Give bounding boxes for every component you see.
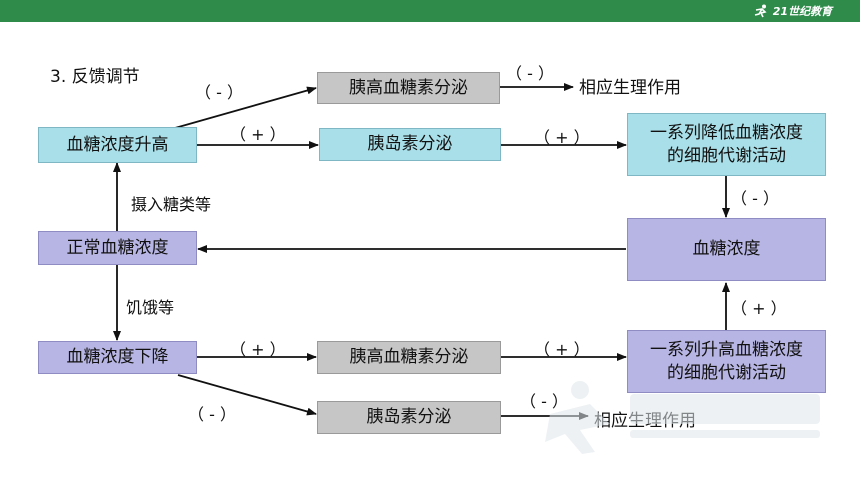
glucagon-bottom-box: 胰高血糖素分泌 xyxy=(317,341,501,374)
sign-label: （ + ） xyxy=(731,299,787,318)
hunger-label: 饥饿等 xyxy=(126,298,175,317)
arrow-rise-to-glucagon xyxy=(174,86,317,129)
insulin-top-box: 胰岛素分泌 xyxy=(319,128,501,161)
header-bar: 21世纪教育 xyxy=(0,0,860,22)
watermark-logo xyxy=(545,381,820,454)
sign-label: （ - ） xyxy=(195,83,243,102)
slide-title: 3. 反馈调节 xyxy=(50,67,140,87)
raising-metabolism-box: 一系列升高血糖浓度 的细胞代谢活动 xyxy=(627,330,826,393)
logo-text: 21世纪教育 xyxy=(772,5,832,18)
sign-label: （ - ） xyxy=(731,189,779,208)
sign-label: （ - ） xyxy=(188,405,236,424)
sign-label: （ + ） xyxy=(230,125,286,144)
blood-glucose-box: 血糖浓度 xyxy=(627,218,826,281)
lowering-metabolism-box: 一系列降低血糖浓度 的细胞代谢活动 xyxy=(627,113,826,176)
sign-label: （ - ） xyxy=(506,64,554,83)
arrow-fall-to-insulin xyxy=(177,374,317,416)
sign-label: （ - ） xyxy=(520,392,568,411)
effect-label-top: 相应生理作用 xyxy=(579,78,681,98)
brand-logo: 21世纪教育 xyxy=(753,2,832,20)
glucose-fall-box: 血糖浓度下降 xyxy=(38,341,197,374)
intake-label: 摄入糖类等 xyxy=(131,195,212,214)
runner-logo-icon xyxy=(754,4,767,18)
normal-glucose-box: 正常血糖浓度 xyxy=(38,231,197,265)
sign-label: （ + ） xyxy=(534,128,590,147)
glucose-rise-box: 血糖浓度升高 xyxy=(38,127,197,163)
sign-label: （ + ） xyxy=(534,340,590,359)
insulin-bottom-box: 胰岛素分泌 xyxy=(317,401,501,434)
sign-label: （ + ） xyxy=(230,340,286,359)
glucagon-top-box: 胰高血糖素分泌 xyxy=(317,72,500,104)
